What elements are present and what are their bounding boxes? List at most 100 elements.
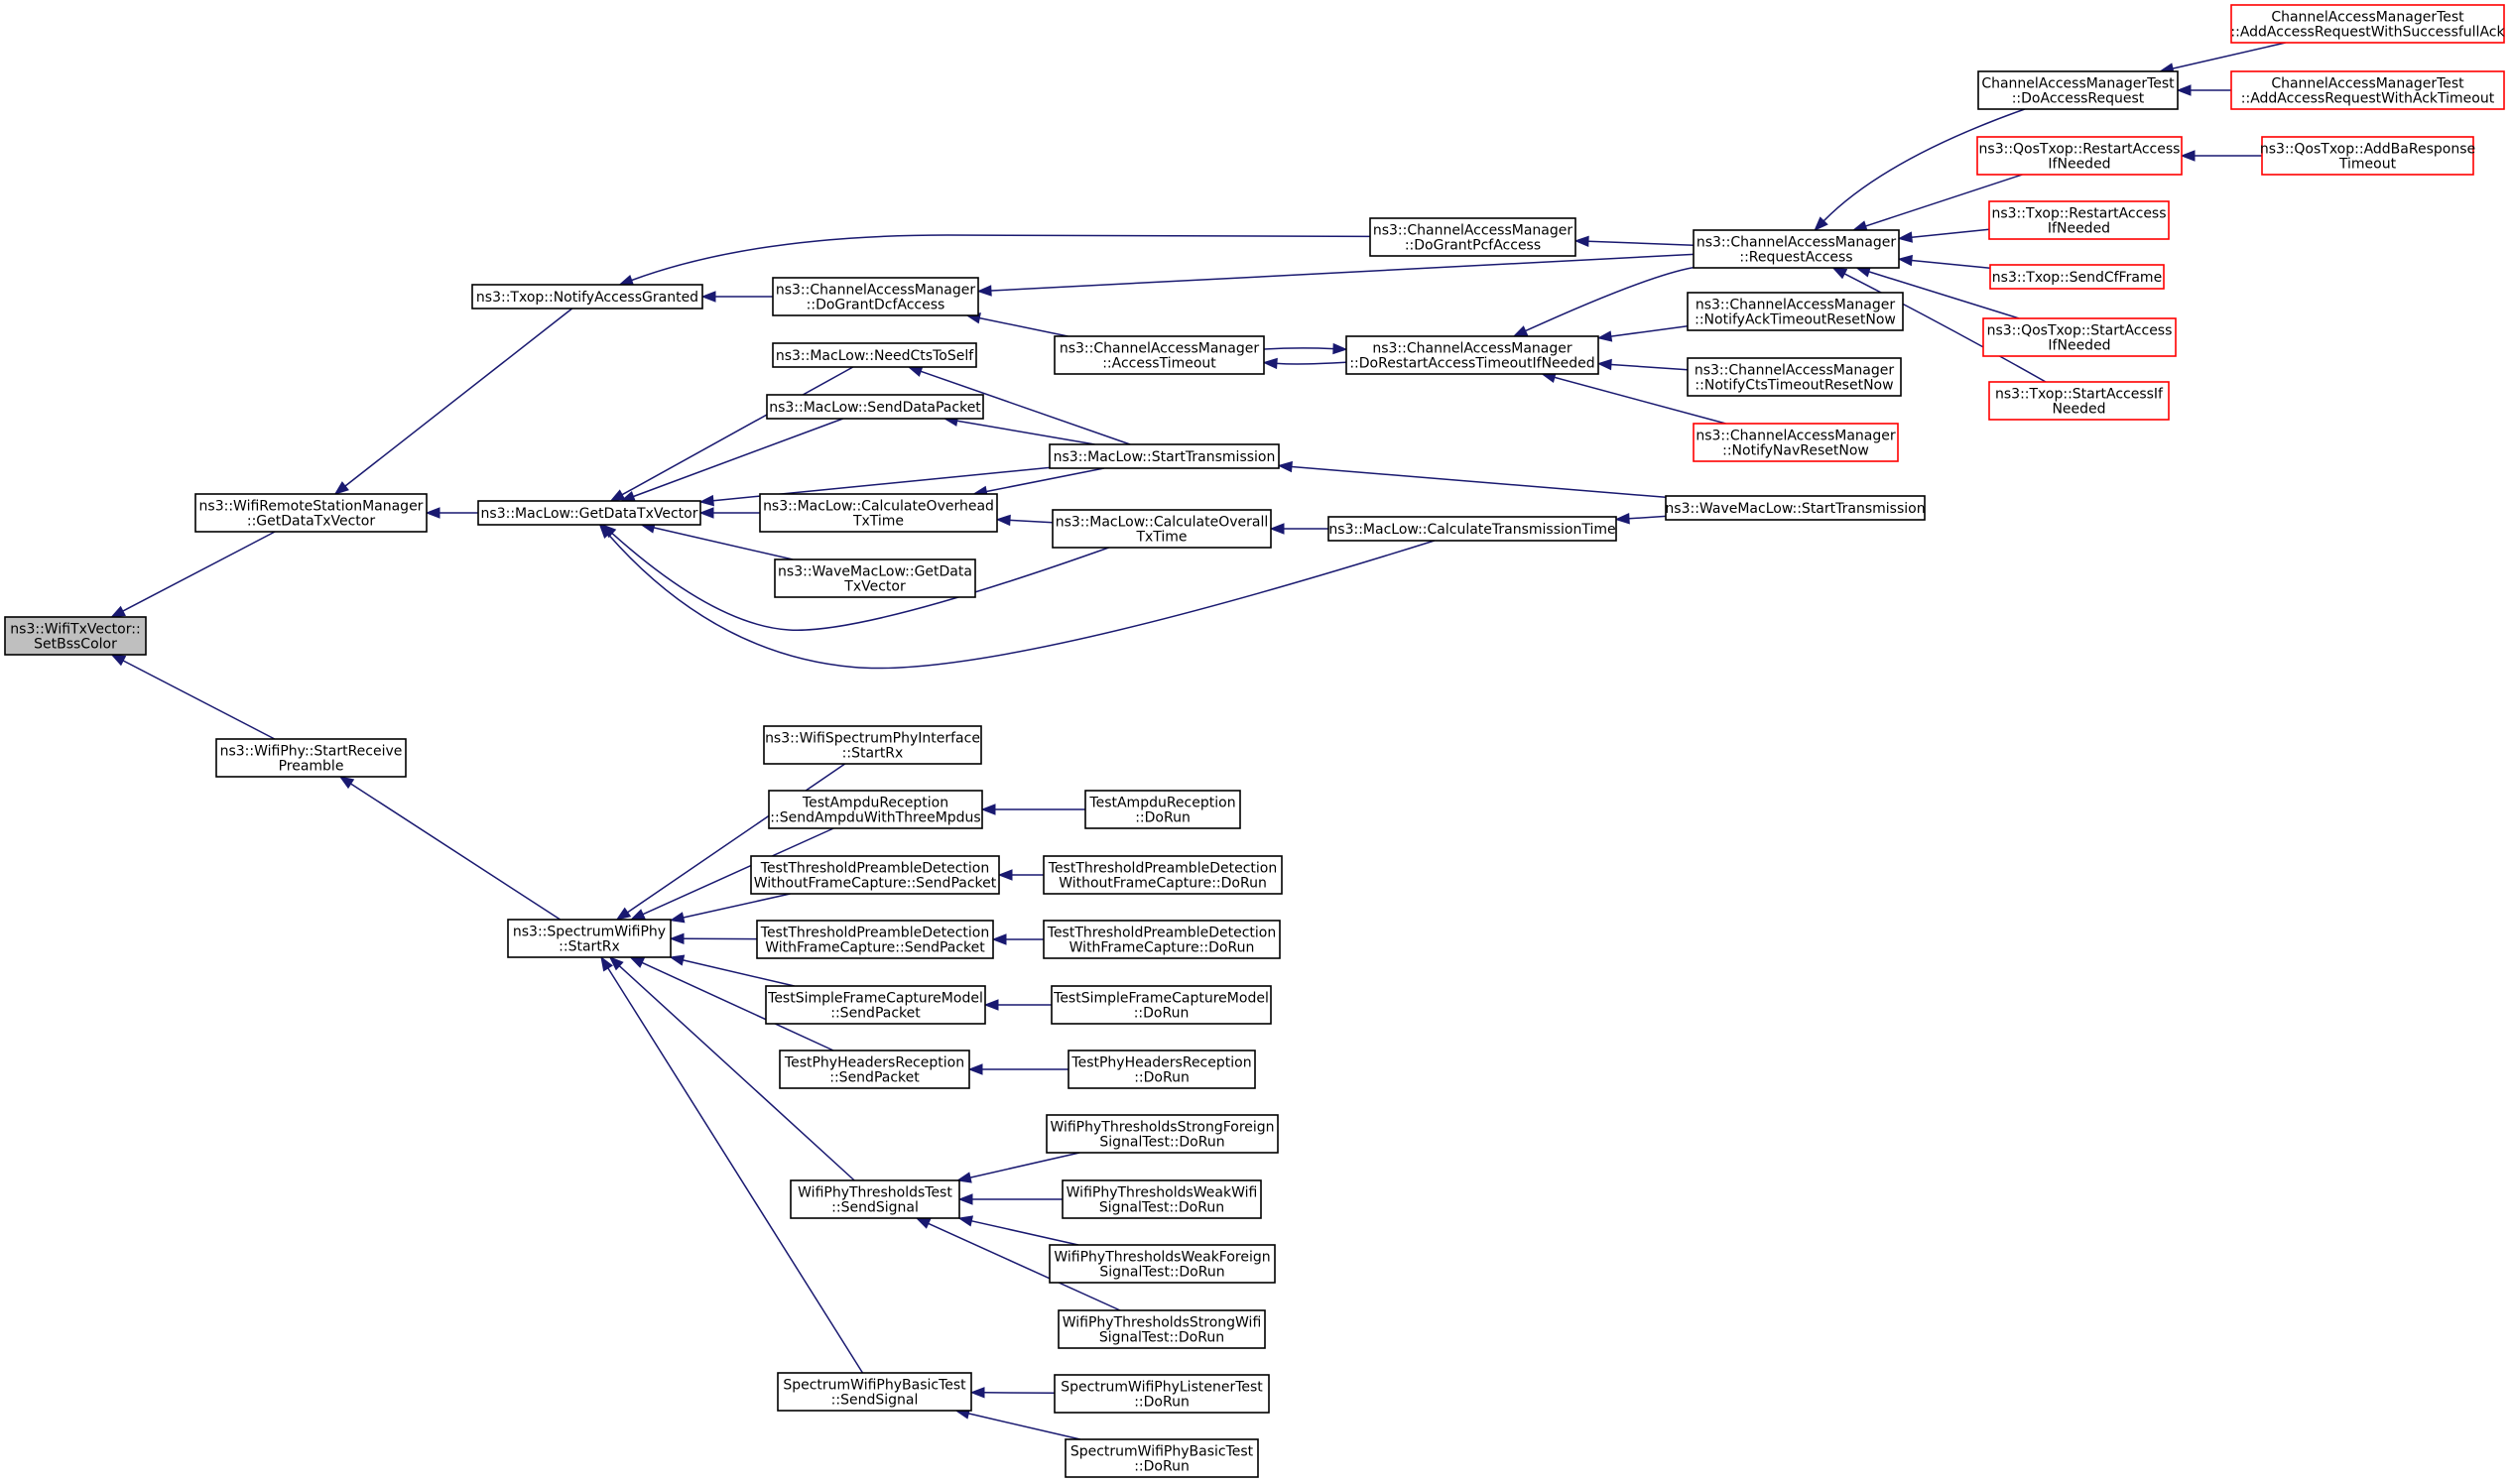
node-thr-strongforeign[interactable]: WifiPhyThresholdsStrongForeignSignalTest… bbox=[1046, 1114, 1279, 1154]
node-cam-dogrant-dcf[interactable]: ns3::ChannelAccessManager::DoGrantDcfAcc… bbox=[772, 277, 979, 316]
edge-line bbox=[986, 467, 1105, 493]
node-sfc-send[interactable]: TestSimpleFrameCaptureModel::SendPacket bbox=[765, 985, 986, 1025]
node-thr-weakforeign[interactable]: WifiPhyThresholdsWeakForeignSignalTest::… bbox=[1049, 1244, 1276, 1284]
node-label-line: SignalTest::DoRun bbox=[1099, 1200, 1224, 1216]
node-spi-startrx[interactable]: ns3::WifiSpectrumPhyInterface::StartRx bbox=[763, 725, 982, 765]
arrowhead-icon bbox=[669, 932, 685, 945]
node-cam-requestaccess[interactable]: ns3::ChannelAccessManager::RequestAccess bbox=[1693, 229, 1900, 269]
node-box bbox=[1052, 509, 1272, 549]
node-thr-weakwifi[interactable]: WifiPhyThresholdsWeakWifiSignalTest::DoR… bbox=[1062, 1179, 1262, 1219]
node-label-line: Preamble bbox=[279, 759, 344, 775]
edge-thr_strongforeign-to-thrtest_send bbox=[955, 1152, 1080, 1183]
node-txop-notify[interactable]: ns3::Txop::NotifyAccessGranted bbox=[471, 284, 703, 309]
edge-line bbox=[2172, 42, 2286, 69]
node-camtest-doaccess[interactable]: ChannelAccessManagerTest::DoAccessReques… bbox=[1977, 70, 2179, 110]
node-cam-accesstimeout[interactable]: ns3::ChannelAccessManager::AccessTimeout bbox=[1054, 335, 1265, 375]
edges-layer bbox=[110, 42, 2286, 1440]
node-box bbox=[4, 616, 147, 656]
node-maclow-calctxtime[interactable]: ns3::MacLow::CalculateTransmissionTime bbox=[1327, 516, 1617, 542]
node-cam-dogrant-pcf[interactable]: ns3::ChannelAccessManager::DoGrantPcfAcc… bbox=[1369, 217, 1576, 257]
edge-line bbox=[1822, 108, 2026, 222]
node-box bbox=[1065, 1438, 1259, 1478]
node-cam-dorestart[interactable]: ns3::ChannelAccessManager::DoRestartAcce… bbox=[1345, 335, 1599, 375]
node-box bbox=[1054, 335, 1265, 375]
node-maclow-needcts[interactable]: ns3::MacLow::NeedCtsToSelf bbox=[772, 342, 977, 368]
node-label-line: ::GetDataTxVector bbox=[247, 514, 376, 530]
edge-line bbox=[1843, 273, 2047, 383]
node-label-line: ::NotifyNavResetNow bbox=[1722, 443, 1869, 459]
node-cam-notifynav[interactable]: ns3::ChannelAccessManager::NotifyNavRese… bbox=[1693, 423, 1899, 462]
arrowhead-icon bbox=[425, 507, 440, 519]
arrowhead-icon bbox=[598, 523, 613, 539]
node-box bbox=[777, 1372, 972, 1412]
node-wavemaclow-starttx[interactable]: ns3::WaveMacLow::StartTransmission bbox=[1665, 495, 1926, 521]
node-thr-nofc-send[interactable]: TestThresholdPreambleDetectionWithoutFra… bbox=[750, 855, 1000, 895]
node-maclow-getdatatx[interactable]: ns3::MacLow::GetDataTxVector bbox=[477, 500, 701, 526]
node-box bbox=[772, 342, 977, 368]
node-label-line: ns3::WifiSpectrumPhyInterface bbox=[765, 731, 980, 747]
arrowhead-icon bbox=[980, 804, 996, 815]
node-phyhdr-dorun[interactable]: TestPhyHeadersReception::DoRun bbox=[1068, 1050, 1256, 1089]
node-box bbox=[215, 738, 407, 778]
node-wavemaclow-getdata[interactable]: ns3::WaveMacLow::GetDataTxVector bbox=[774, 558, 976, 598]
node-ampdu-dorun[interactable]: TestAmpduReception::DoRun bbox=[1084, 790, 1241, 829]
node-maclow-senddata[interactable]: ns3::MacLow::SendDataPacket bbox=[766, 394, 984, 420]
node-thrtest-send[interactable]: WifiPhyThresholdsTest::SendSignal bbox=[790, 1179, 960, 1219]
node-label-line: ns3::MacLow::CalculateOverhead bbox=[763, 499, 994, 515]
node-swpbasic-dorun[interactable]: SpectrumWifiPhyBasicTest::DoRun bbox=[1065, 1438, 1259, 1478]
node-box bbox=[1043, 920, 1281, 959]
node-box bbox=[1693, 423, 1899, 462]
node-thr-fc-dorun[interactable]: TestThresholdPreambleDetectionWithFrameC… bbox=[1043, 920, 1281, 959]
edge-thr_fc_send-to-spectrum_startrx bbox=[669, 932, 758, 945]
node-thr-fc-send[interactable]: TestThresholdPreambleDetectionWithFrameC… bbox=[756, 920, 994, 959]
node-sfc-dorun[interactable]: TestSimpleFrameCaptureModel::DoRun bbox=[1051, 985, 1272, 1025]
node-swpbasic-send[interactable]: SpectrumWifiPhyBasicTest::SendSignal bbox=[777, 1372, 972, 1412]
edge-line bbox=[607, 534, 1436, 670]
node-label-line: ns3::QosTxop::RestartAccess bbox=[1979, 142, 2181, 158]
node-cam-notifycts[interactable]: ns3::ChannelAccessManager::NotifyCtsTime… bbox=[1687, 357, 1902, 397]
edge-line bbox=[1587, 240, 1695, 246]
node-label-line: ::DoRun bbox=[1134, 1070, 1190, 1086]
node-box bbox=[774, 558, 976, 598]
node-label-line: SpectrumWifiPhyBasicTest bbox=[1070, 1444, 1254, 1460]
node-label-line: ChannelAccessManagerTest bbox=[2271, 76, 2464, 92]
node-thr-strongwifi[interactable]: WifiPhyThresholdsStrongWifiSignalTest::D… bbox=[1058, 1309, 1266, 1349]
node-camtest-addack[interactable]: ChannelAccessManagerTest::AddAccessReque… bbox=[2230, 70, 2505, 110]
node-label-line: ns3::Txop::SendCfFrame bbox=[1992, 270, 2162, 286]
edge-line bbox=[631, 234, 1371, 282]
edge-camtest_doaccess-to-cam_requestaccess bbox=[1814, 108, 2026, 231]
node-ampdu-send[interactable]: TestAmpduReception::SendAmpduWithThreeMp… bbox=[768, 790, 983, 829]
arrowhead-icon bbox=[600, 955, 613, 972]
node-root[interactable]: ns3::WifiTxVector::SetBssColor bbox=[4, 616, 147, 656]
edge-spectrum_startrx-to-phy_startreceive bbox=[338, 776, 562, 921]
node-rsm-getdatatx[interactable]: ns3::WifiRemoteStationManager::GetDataTx… bbox=[194, 493, 428, 533]
node-thr-nofc-dorun[interactable]: TestThresholdPreambleDetectionWithoutFra… bbox=[1043, 855, 1283, 895]
node-label-line: WifiPhyThresholdsWeakForeign bbox=[1054, 1250, 1270, 1266]
node-label-line: ::DoGrantPcfAccess bbox=[1405, 238, 1541, 254]
node-phyhdr-send[interactable]: TestPhyHeadersReception::SendPacket bbox=[779, 1050, 970, 1089]
node-camtest-addsuccess[interactable]: ChannelAccessManagerTest::AddAccessReque… bbox=[2230, 4, 2505, 44]
edge-cam_notifynav-to-cam_dorestart bbox=[1541, 372, 1726, 425]
node-swplistener-dorun[interactable]: SpectrumWifiPhyListenerTest::DoRun bbox=[1054, 1374, 1270, 1414]
edge-cam_requestaccess-to-cam_dorestart bbox=[1512, 266, 1695, 337]
edge-line bbox=[1865, 174, 2023, 227]
edge-line bbox=[653, 527, 794, 560]
node-spectrum-startrx[interactable]: ns3::SpectrumWifiPhy::StartRx bbox=[507, 919, 672, 958]
node-box bbox=[1327, 516, 1617, 542]
edge-line bbox=[956, 420, 1095, 445]
node-cam-notifyack[interactable]: ns3::ChannelAccessManager::NotifyAckTime… bbox=[1687, 292, 1904, 331]
node-label-line: ns3::MacLow::StartTransmission bbox=[1054, 449, 1276, 465]
node-txop-sendcf[interactable]: ns3::Txop::SendCfFrame bbox=[1989, 264, 2165, 290]
node-maclow-starttx[interactable]: ns3::MacLow::StartTransmission bbox=[1049, 443, 1280, 469]
edge-line bbox=[1628, 515, 1667, 520]
node-label-line: ns3::QosTxop::AddBaResponse bbox=[2260, 142, 2475, 158]
